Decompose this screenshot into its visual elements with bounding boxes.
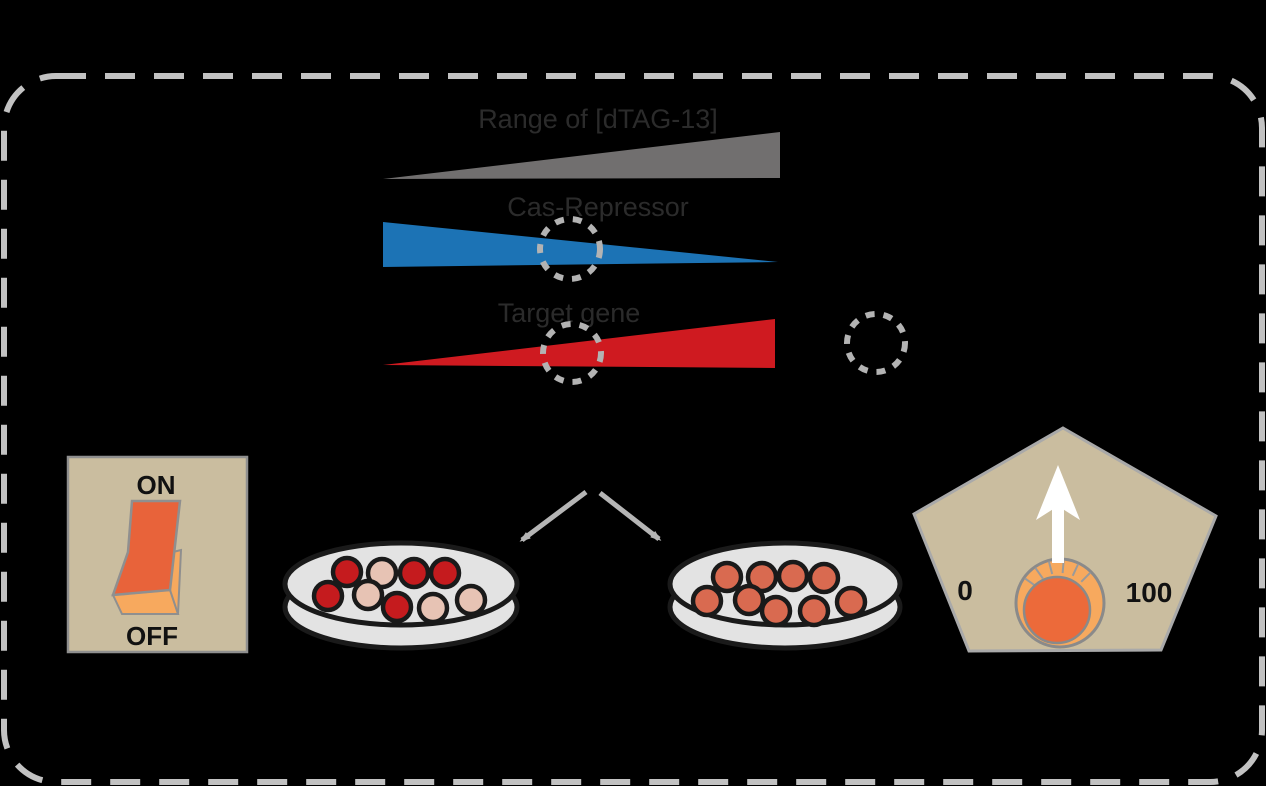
cell xyxy=(710,560,744,594)
zoom-circle-empty-icon xyxy=(844,311,908,375)
cell xyxy=(732,583,766,617)
dial-min-label: 0 xyxy=(957,575,973,606)
dtag-range-label: Range of [dTAG-13] xyxy=(478,104,718,134)
cell xyxy=(759,594,793,628)
zoom-circle-cas-icon xyxy=(537,216,603,282)
arrow-to-right-dish-icon xyxy=(598,491,662,541)
cell xyxy=(380,590,414,624)
switch-on-label: ON xyxy=(137,470,176,500)
dial-knob xyxy=(1022,575,1092,645)
dial-pentagon xyxy=(912,426,1218,653)
cell xyxy=(416,591,450,625)
cell xyxy=(311,579,345,613)
petri-dish-uniform xyxy=(667,540,903,651)
power-switch: ON OFF xyxy=(66,455,249,654)
switch-off-label: OFF xyxy=(126,621,178,651)
zoom-circle-target-icon xyxy=(540,321,604,385)
cell xyxy=(397,556,431,590)
cell xyxy=(351,578,385,612)
cas-repressor-wedge xyxy=(383,222,778,267)
cell xyxy=(807,561,841,595)
cell xyxy=(797,594,831,628)
switch-rocker xyxy=(111,499,182,597)
dial-up-arrow-icon xyxy=(1036,465,1080,563)
cell xyxy=(834,585,868,619)
cas-repressor-label: Cas-Repressor xyxy=(507,192,689,222)
dtag-gradient-wedge xyxy=(383,132,780,179)
cell xyxy=(454,583,488,617)
dashed-border xyxy=(1,73,1265,785)
cell xyxy=(428,556,462,590)
cell xyxy=(776,559,810,593)
dial-max-label: 100 xyxy=(1126,577,1173,608)
cell xyxy=(690,584,724,618)
cell xyxy=(330,555,364,589)
target-gene-wedge xyxy=(383,319,775,368)
petri-dish-mixed xyxy=(282,540,520,651)
arrow-to-left-dish-icon xyxy=(519,490,588,542)
tuning-dial: 0 100 xyxy=(912,426,1218,653)
